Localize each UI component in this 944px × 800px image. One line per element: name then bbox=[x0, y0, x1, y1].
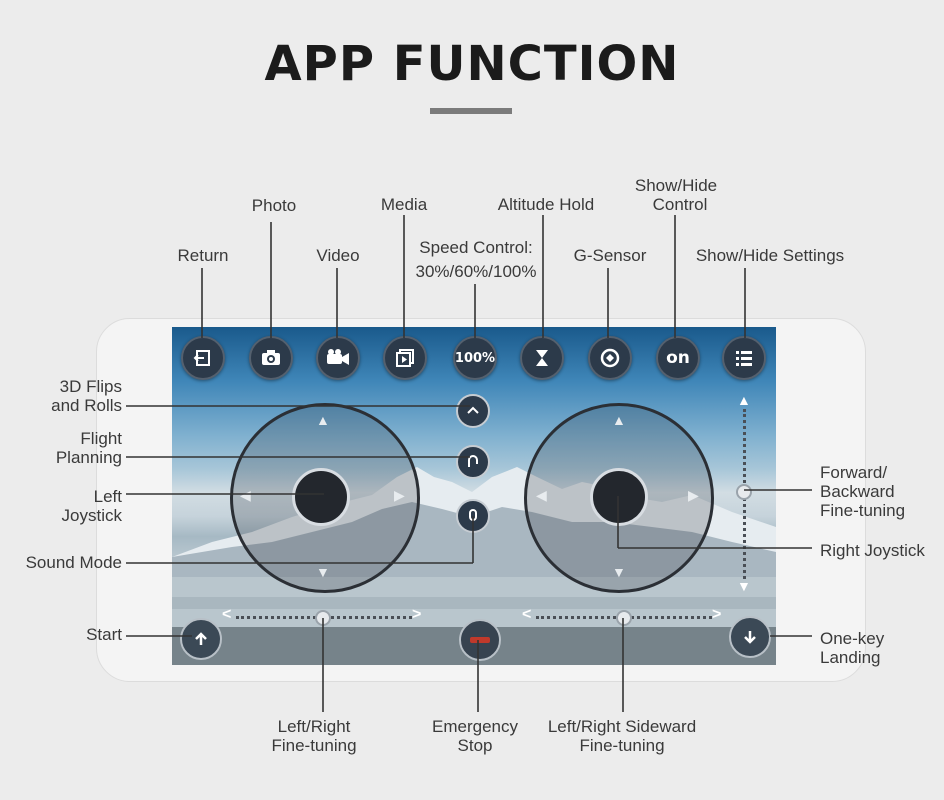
sideward-trim-knob[interactable] bbox=[616, 610, 632, 626]
left-joystick-knob[interactable] bbox=[292, 468, 350, 526]
video-camera-icon bbox=[327, 349, 349, 365]
label-flips-1: 3D Flips bbox=[59, 377, 122, 396]
speed-value: 100% bbox=[454, 350, 496, 366]
label-emergency-stop-2: Stop bbox=[457, 736, 493, 755]
up-arrow-icon bbox=[195, 632, 207, 645]
label-speed-control-1: Speed Control: bbox=[419, 238, 533, 257]
label-right-joystick: Right Joystick bbox=[820, 541, 925, 560]
right-joystick-knob[interactable] bbox=[590, 468, 648, 526]
label-return: Return bbox=[177, 246, 229, 265]
left-trim-left-arrow: < bbox=[222, 606, 232, 623]
label-altitude-hold: Altitude Hold bbox=[497, 195, 595, 214]
altitude-hold-button[interactable] bbox=[520, 336, 564, 380]
emergency-stop-button[interactable] bbox=[459, 619, 501, 661]
forward-trim-up-arrow: ▲ bbox=[737, 392, 751, 408]
forward-backward-trim-knob[interactable] bbox=[736, 484, 752, 500]
right-joystick-right-arrow: ▶ bbox=[688, 487, 699, 503]
label-emergency-stop-1: Emergency bbox=[432, 717, 518, 736]
label-g-sensor: G-Sensor bbox=[573, 246, 647, 265]
label-media: Media bbox=[380, 195, 428, 214]
return-button[interactable] bbox=[181, 336, 225, 380]
label-flips-2: and Rolls bbox=[51, 396, 122, 415]
app-screen: 100% on ▲ ▼ ◀ ▶ ▲ ▼ ◀ ▶ ▲ ▼ < > < > bbox=[172, 327, 776, 665]
label-forward-backward-1: Forward/ bbox=[820, 463, 888, 482]
return-icon bbox=[193, 350, 210, 366]
flight-planning-button[interactable] bbox=[456, 445, 490, 479]
label-one-key-landing-1: One-key bbox=[820, 629, 885, 648]
video-button[interactable] bbox=[316, 336, 360, 380]
start-button[interactable] bbox=[180, 618, 222, 660]
gsensor-icon bbox=[600, 348, 620, 368]
right-joystick-up-arrow: ▲ bbox=[612, 412, 626, 428]
camera-icon bbox=[262, 350, 280, 365]
control-value: on bbox=[666, 348, 690, 368]
photo-button[interactable] bbox=[249, 336, 293, 380]
left-joystick-left-arrow: ◀ bbox=[240, 487, 251, 503]
label-show-hide-settings: Show/Hide Settings bbox=[695, 246, 845, 265]
down-arrow-icon bbox=[744, 631, 756, 644]
label-photo: Photo bbox=[251, 196, 297, 215]
flip-icon bbox=[467, 406, 479, 414]
label-lr-sideward-2: Fine-tuning bbox=[579, 736, 665, 755]
label-start: Start bbox=[86, 625, 122, 644]
label-flight-planning-2: Planning bbox=[55, 448, 122, 467]
label-left-joystick-2: Joystick bbox=[61, 506, 122, 525]
label-lr-sideward-1: Left/Right Sideward bbox=[547, 717, 697, 736]
media-button[interactable] bbox=[383, 336, 427, 380]
media-icon bbox=[396, 349, 414, 367]
label-forward-backward-2: Backward bbox=[820, 482, 895, 501]
right-joystick-down-arrow: ▼ bbox=[612, 564, 626, 580]
sideward-trim-right-arrow: > bbox=[712, 606, 722, 623]
left-joystick-down-arrow: ▼ bbox=[316, 564, 330, 580]
label-video: Video bbox=[316, 246, 360, 265]
path-icon bbox=[468, 455, 478, 467]
left-joystick-up-arrow: ▲ bbox=[316, 412, 330, 428]
list-icon bbox=[736, 351, 752, 366]
sideward-trim-left-arrow: < bbox=[522, 606, 532, 623]
label-speed-control-2: 30%/60%/100% bbox=[415, 262, 537, 281]
label-one-key-landing-2: Landing bbox=[820, 648, 881, 667]
page-title: APP FUNCTION bbox=[264, 36, 680, 92]
label-show-hide-control-1: Show/Hide bbox=[634, 176, 718, 195]
label-show-hide-control-2: Control bbox=[652, 195, 708, 214]
speed-control-button[interactable]: 100% bbox=[453, 336, 497, 380]
title-underline bbox=[430, 108, 512, 114]
stop-bar-icon bbox=[470, 637, 490, 643]
right-joystick-left-arrow: ◀ bbox=[536, 487, 547, 503]
label-flight-planning-1: Flight bbox=[80, 429, 122, 448]
label-lr-fine-tuning-1: Left/Right bbox=[277, 717, 351, 736]
label-sound-mode: Sound Mode bbox=[25, 553, 122, 572]
left-joystick-right-arrow: ▶ bbox=[394, 487, 405, 503]
show-hide-settings-button[interactable] bbox=[722, 336, 766, 380]
g-sensor-button[interactable] bbox=[588, 336, 632, 380]
label-lr-fine-tuning-2: Fine-tuning bbox=[271, 736, 357, 755]
label-forward-backward-3: Fine-tuning bbox=[820, 501, 906, 520]
flip-button[interactable] bbox=[456, 394, 490, 428]
hourglass-icon bbox=[536, 350, 548, 366]
one-key-landing-button[interactable] bbox=[729, 616, 771, 658]
label-left-joystick-1: Left bbox=[93, 487, 122, 506]
show-hide-control-button[interactable]: on bbox=[656, 336, 700, 380]
left-trim-right-arrow: > bbox=[412, 606, 422, 623]
backward-trim-down-arrow: ▼ bbox=[737, 578, 751, 594]
